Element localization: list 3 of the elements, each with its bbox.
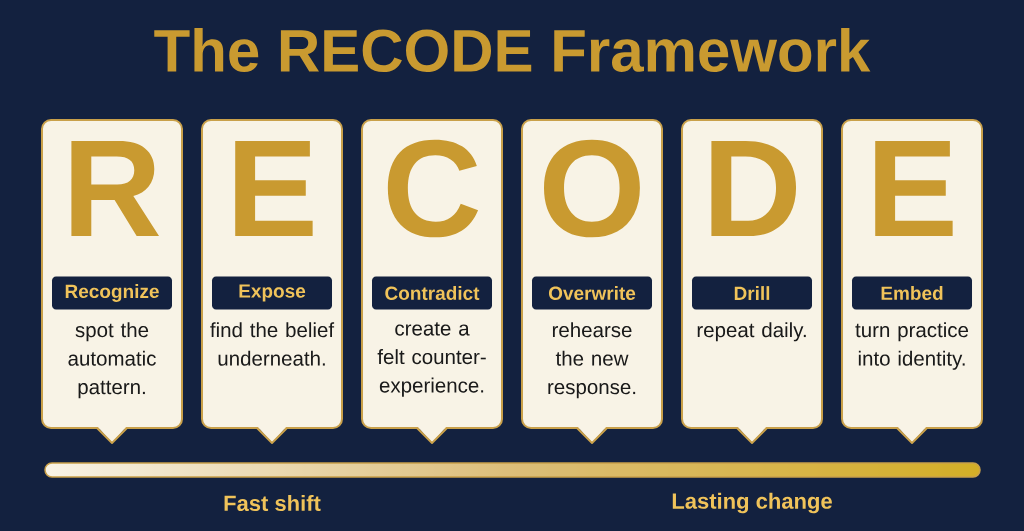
timeline-label: Lasting change <box>672 492 832 514</box>
timeline-label: Fast shift <box>224 494 321 512</box>
title: The RECODE Framework <box>154 27 871 73</box>
